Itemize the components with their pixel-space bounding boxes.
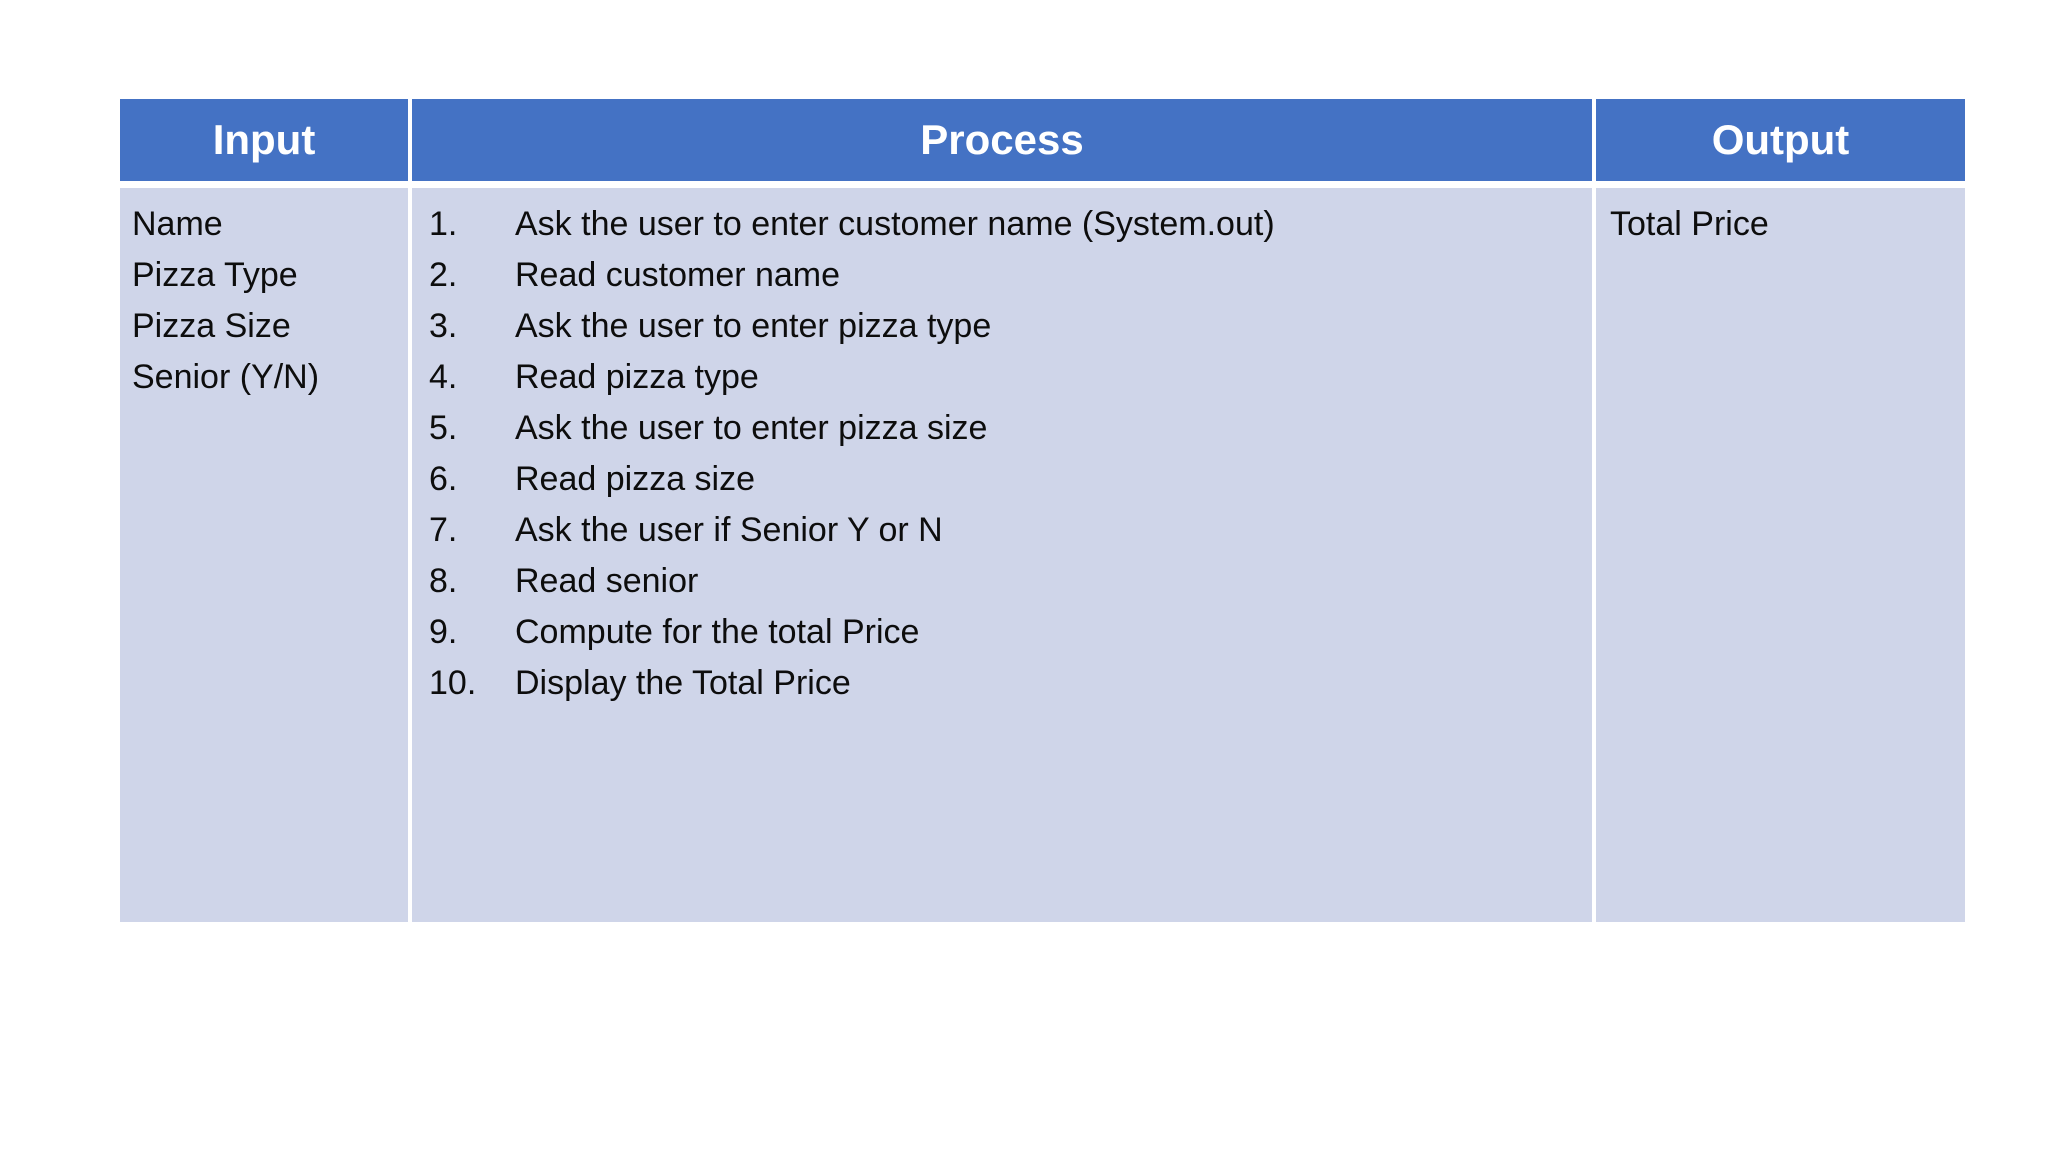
list-item: 8. Read senior	[429, 556, 1592, 607]
process-item-number: 5.	[429, 409, 458, 447]
input-item: Senior (Y/N)	[132, 358, 320, 396]
column-header-process: Process	[412, 99, 1592, 181]
list-item: 2. Read customer name	[429, 250, 1592, 301]
cell-input: Name Pizza Type Pizza Size Senior (Y/N)	[120, 188, 408, 922]
process-item-text: Ask the user to enter customer name (Sys…	[515, 205, 1275, 243]
process-item-number: 9.	[429, 613, 458, 651]
output-item: Total Price	[1610, 205, 1769, 243]
process-item-text: Read senior	[515, 562, 699, 600]
cell-output: Total Price	[1596, 188, 1965, 922]
input-item: Pizza Type	[132, 256, 298, 294]
list-item: 5. Ask the user to enter pizza size	[429, 403, 1592, 454]
table-header-row: Input Process Output	[120, 99, 1965, 181]
list-item: 7. Ask the user if Senior Y or N	[429, 505, 1592, 556]
list-item: 1. Ask the user to enter customer name (…	[429, 199, 1592, 250]
list-item: 4. Read pizza type	[429, 352, 1592, 403]
process-item-text: Ask the user to enter pizza type	[515, 307, 992, 345]
process-item-text: Ask the user to enter pizza size	[515, 409, 988, 447]
list-item: 10. Display the Total Price	[429, 658, 1592, 709]
cell-process: 1. Ask the user to enter customer name (…	[412, 188, 1592, 922]
process-item-text: Ask the user if Senior Y or N	[515, 511, 943, 549]
process-item-number: 10.	[429, 664, 477, 702]
process-item-text: Compute for the total Price	[515, 613, 920, 651]
list-item: 3. Ask the user to enter pizza type	[429, 301, 1592, 352]
process-item-text: Read pizza size	[515, 460, 756, 498]
table-body-row: Name Pizza Type Pizza Size Senior (Y/N) …	[120, 188, 1965, 922]
list-item: 6. Read pizza size	[429, 454, 1592, 505]
process-item-text: Display the Total Price	[515, 664, 851, 702]
process-item-number: 7.	[429, 511, 458, 549]
process-item-text: Read customer name	[515, 256, 841, 294]
process-item-number: 4.	[429, 358, 458, 396]
list-item: 9. Compute for the total Price	[429, 607, 1592, 658]
column-header-output: Output	[1596, 99, 1965, 181]
process-item-number: 6.	[429, 460, 458, 498]
column-header-input: Input	[120, 99, 408, 181]
process-list: 1. Ask the user to enter customer name (…	[429, 199, 1592, 709]
input-item: Name	[132, 205, 223, 243]
process-item-number: 3.	[429, 307, 458, 345]
ipo-table: Input Process Output Name Pizza Type Piz…	[120, 99, 1965, 922]
process-item-text: Read pizza type	[515, 358, 759, 396]
process-item-number: 8.	[429, 562, 458, 600]
input-item: Pizza Size	[132, 307, 291, 345]
process-item-number: 2.	[429, 256, 458, 294]
process-item-number: 1.	[429, 205, 458, 243]
